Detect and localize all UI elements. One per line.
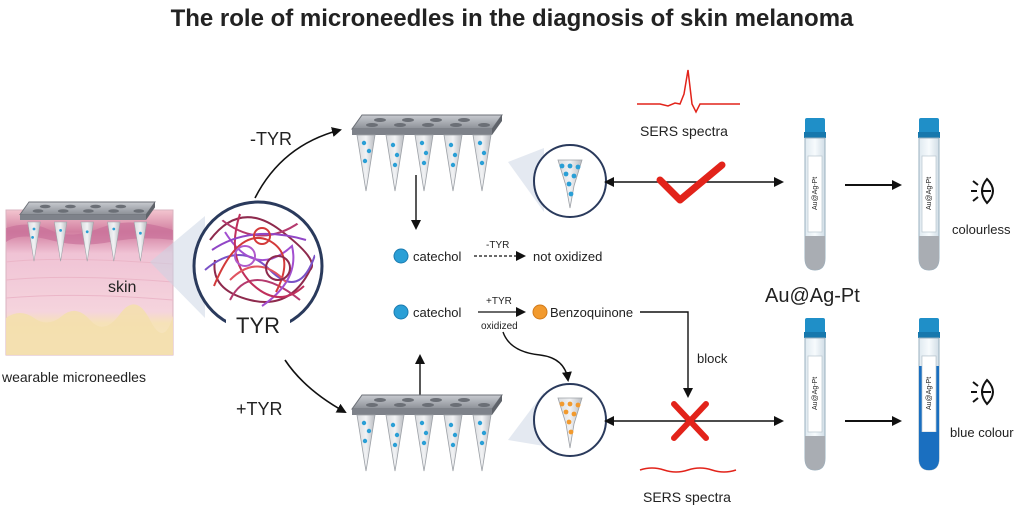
sers-spectrum-bottom: SERS spectra (639, 467, 737, 505)
minus-tyr-small-label: -TYR (486, 240, 509, 251)
blue-colour-label: blue colour (950, 425, 1014, 440)
plus-tyr-label: +TYR (236, 399, 283, 419)
top-needle-zoom-circle (533, 144, 607, 218)
eye-icon-bottom (971, 378, 994, 406)
sers-top-label: SERS spectra (640, 123, 728, 139)
tube-label-4: Au@Ag-Pt (926, 377, 933, 410)
catechol-molecule-icon (393, 248, 409, 264)
tyr-label: TYR (236, 313, 280, 338)
minus-tyr-label: -TYR (250, 129, 292, 149)
wearable-microneedles-label: wearable microneedles (1, 369, 146, 385)
catechol-label-1: catechol (413, 249, 462, 264)
plus-tyr-small-label: +TYR (486, 296, 512, 307)
tube-label-1: Au@Ag-Pt (812, 177, 819, 210)
au-ag-pt-label: Au@Ag-Pt (765, 285, 860, 307)
block-label: block (697, 351, 728, 366)
catechol-oxidized-row: catechol +TYR oxidized Benzoquinone (393, 296, 633, 332)
benzoquinone-molecule-icon (532, 304, 548, 320)
tyr-enzyme-circle: TYR (192, 200, 324, 338)
skin-label: skin (108, 279, 136, 296)
zoom-cone-bottom (508, 392, 544, 446)
zoom-cone (150, 216, 205, 318)
arrow-to-top-patch (254, 127, 342, 199)
tube-label-3: Au@Ag-Pt (812, 377, 819, 410)
tube-bottom-right: Au@Ag-Pt (917, 317, 941, 471)
tube-top-right: Au@Ag-Pt (917, 117, 941, 271)
top-microneedle-patch (351, 114, 503, 192)
tube-top-left: Au@Ag-Pt (803, 117, 827, 271)
eye-icon (971, 177, 994, 205)
tube-label-2: Au@Ag-Pt (926, 177, 933, 210)
catechol-label-2: catechol (413, 305, 462, 320)
bottom-microneedle-patch (351, 394, 503, 472)
zoom-cone-top (508, 148, 544, 212)
not-oxidized-label: not oxidized (533, 249, 602, 264)
catechol-molecule-icon-2 (393, 304, 409, 320)
sers-bottom-label: SERS spectra (643, 489, 731, 505)
skin-illustration: skin (5, 201, 174, 356)
arrow-oxidized-to-zoom (502, 331, 572, 382)
tube-bottom-left: Au@Ag-Pt (803, 317, 827, 471)
sers-spectrum-top: SERS spectra (637, 69, 740, 139)
oxidized-label: oxidized (481, 321, 518, 332)
catechol-not-oxidized-row: catechol -TYR not oxidized (393, 240, 602, 264)
block-arrow (640, 311, 693, 398)
cross-icon (671, 401, 709, 441)
page-title: The role of microneedles in the diagnosi… (171, 5, 854, 32)
checkmark-icon (656, 161, 726, 204)
benzoquinone-label: Benzoquinone (550, 305, 633, 320)
arrow-to-bottom-patch (284, 359, 347, 413)
bottom-needle-zoom-circle (533, 383, 607, 457)
colourless-label: colourless (952, 222, 1011, 237)
